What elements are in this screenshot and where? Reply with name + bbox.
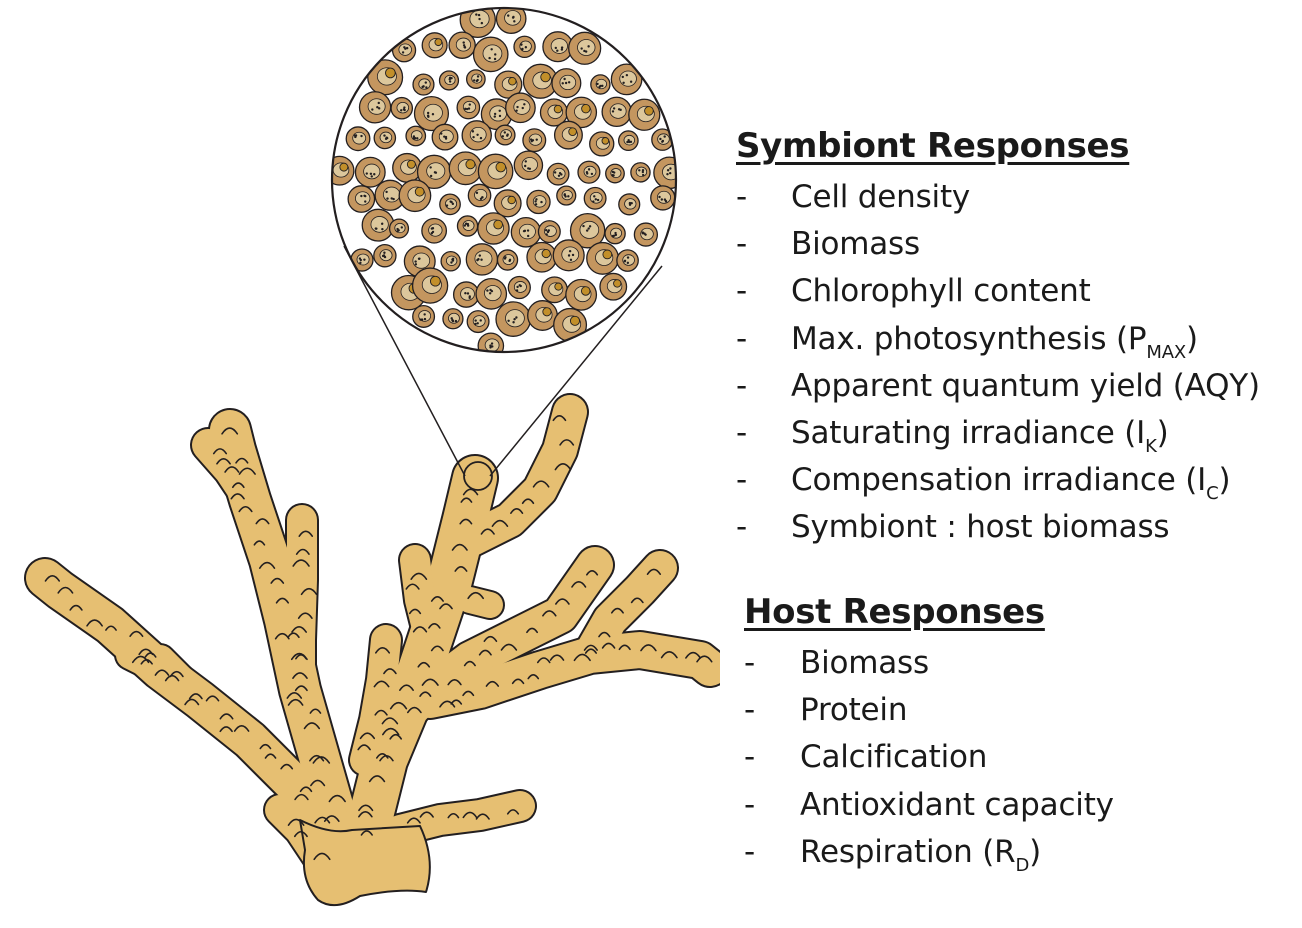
host-item-calcification: Calcification	[800, 739, 988, 776]
list-item: -Cell density	[736, 174, 1260, 221]
coral-illustration	[24, 6, 720, 907]
list-item: -Symbiont : host biomass	[736, 504, 1260, 551]
list-item: -Chlorophyll content	[736, 268, 1260, 315]
list-item: -Compensation irradiance (IC)	[736, 457, 1260, 504]
symbiont-item-pmax: Max. photosynthesis (PMAX)	[791, 320, 1198, 363]
list-item: -Apparent quantum yield (AQY)	[736, 363, 1260, 410]
symbiont-item-biomass: Biomass	[791, 226, 920, 263]
symbiont-item-ic: Compensation irradiance (IC)	[791, 462, 1231, 505]
host-list: -Biomass -Protein -Calcification -Antiox…	[744, 640, 1114, 876]
symbiont-item-cell-density: Cell density	[791, 179, 971, 215]
symbiont-item-chlorophyll: Chlorophyll content	[791, 273, 1091, 310]
host-item-respiration: Respiration (RD)	[800, 833, 1042, 876]
host-item-protein: Protein	[800, 692, 908, 729]
zoom-line-right	[489, 265, 663, 477]
list-item: -Saturating irradiance (IK)	[736, 410, 1260, 457]
symbiont-list: -Cell density -Biomass -Chlorophyll cont…	[736, 174, 1260, 552]
coral-colony	[24, 393, 720, 907]
host-item-biomass: Biomass	[800, 645, 929, 681]
symbiont-responses-section: Symbiont Responses -Cell density -Biomas…	[736, 126, 1260, 552]
magnified-circle	[330, 6, 678, 354]
list-item: -Biomass	[744, 640, 1114, 687]
symbiont-heading: Symbiont Responses	[736, 126, 1130, 166]
zoom-callout	[343, 245, 663, 491]
symbiont-item-ratio: Symbiont : host biomass	[791, 509, 1170, 546]
list-item: -Max. photosynthesis (PMAX)	[736, 316, 1260, 363]
list-item: -Protein	[744, 687, 1114, 734]
symbiont-item-ik: Saturating irradiance (IK)	[791, 415, 1169, 458]
zoom-line-left	[343, 245, 466, 477]
zoom-source-circle	[463, 461, 493, 491]
coral-base	[299, 819, 431, 907]
list-item: -Biomass	[736, 221, 1260, 268]
list-item: -Antioxidant capacity	[744, 782, 1114, 829]
magnified-symbiont-view	[330, 6, 678, 354]
host-heading: Host Responses	[744, 592, 1045, 632]
symbiont-item-aqy: Apparent quantum yield (AQY)	[791, 367, 1260, 404]
host-responses-section: Host Responses -Biomass -Protein -Calcif…	[744, 592, 1114, 876]
list-item: -Respiration (RD)	[744, 829, 1114, 876]
host-item-antioxidant: Antioxidant capacity	[800, 786, 1114, 823]
list-item: -Calcification	[744, 734, 1114, 781]
